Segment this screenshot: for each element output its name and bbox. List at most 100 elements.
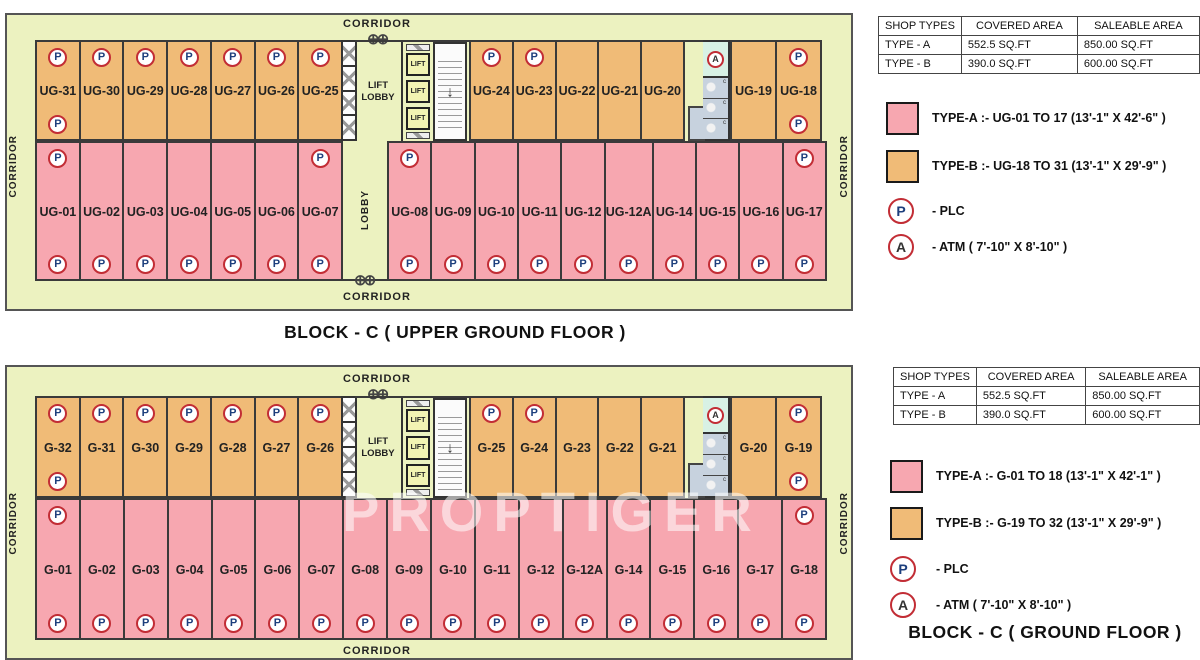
plc-icon: P [573,255,593,274]
shop-unit: G-10 P [430,498,476,640]
plc-icon: P [48,404,68,423]
shop-unit-label: G-27 [262,440,291,455]
shop-unit-label: G-32 [43,440,72,455]
table-header: SHOP TYPES [878,16,962,36]
plc-icon: P [267,614,287,633]
plc-icon: P [524,404,544,423]
shaft-cap [406,132,430,139]
plc-icon: P [311,614,331,633]
shop-unit: G-20 [730,396,777,498]
shaft-cap [406,400,430,407]
shop-unit-label: UG-14 [655,204,693,219]
shop-unit: G-14 P [605,498,652,640]
shop-unit: P UG-23 [511,40,557,141]
stair-down-arrow-icon: ↓ [446,439,454,457]
shaft-cell [343,398,355,423]
shop-unit-label: G-20 [739,440,768,455]
plc-icon: P [750,614,770,633]
toilet-room: c c c [703,78,728,140]
plc-icon: P [48,149,68,168]
shop-unit-label: UG-28 [170,84,208,98]
covered-area-cell: 390.0 SQ.FT [960,54,1078,74]
shop-unit-label: UG-08 [391,204,429,219]
plc-icon: P [481,404,501,423]
shop-row-segment: P G-01 P G-02 P G-03 P G-04 P [35,498,828,640]
plc-icon: P [789,404,808,423]
plc-icon: P [48,115,68,134]
type-a-swatch [890,460,923,493]
plc-icon: P [223,404,243,423]
shop-unit-label: UG-06 [258,204,295,219]
ground-typeb-row: P G-32 P P G-31 P G-30 P G-29 [35,396,827,498]
shop-unit: UG-15 P [694,141,741,281]
ground-typea-row: P G-01 P G-02 P G-03 P G-04 P [35,498,828,640]
shop-unit: P G-30 [122,396,169,498]
shop-unit-label: UG-18 [780,84,817,98]
shop-unit-label: UG-04 [170,204,208,219]
shop-unit-label: G-29 [175,440,203,455]
shop-unit-label: G-15 [658,562,687,577]
shaft-cell [343,42,355,67]
shop-type-cell: TYPE - A [893,386,977,406]
table-header: SALEABLE AREA [1076,16,1200,36]
shop-unit: UG-03 P [122,141,169,281]
plc-icon: P [92,48,112,67]
lift-label: LIFT [406,436,430,460]
shop-unit-label: G-21 [648,440,677,455]
lift-lobby-label: LIFT LOBBY [361,79,395,103]
shop-unit-label: UG-23 [515,84,553,98]
passage-gap [685,396,705,498]
shop-unit: G-02 P [78,498,125,640]
shop-unit: G-12 P [517,498,564,640]
toilet-room: c c c [703,434,728,496]
shop-unit: P G-26 [297,396,344,498]
stair-down-arrow-icon: ↓ [446,83,454,100]
shop-unit: P G-25 [469,396,514,498]
plc-icon: P [443,614,463,633]
shop-unit: P G-31 [78,396,125,498]
shop-unit: P G-29 [166,396,212,498]
shop-unit-label: UG-16 [742,204,780,219]
toilet-cell: c [703,434,728,455]
upper-ground-floor-plan: CORRIDOR ⊕⊕ CORRIDOR CORRIDOR P UG-31 P … [5,13,853,311]
column-marker-icon: ⊕⊕ [354,272,376,289]
toilet-cell: c [703,119,728,140]
atm-legend: - ATM ( 7'-10" X 8'-10" ) [936,598,1072,612]
staircase: ↓ [433,42,467,141]
shop-unit: UG-19 [730,40,777,141]
shop-unit-label: G-22 [605,440,634,455]
plc-icon: P [223,48,243,67]
shop-unit: UG-11 P [517,141,563,281]
plc-icon: P [180,614,200,633]
shop-unit-label: G-17 [746,562,775,577]
toilet-cell: c [703,78,728,99]
shop-unit-label: UG-12 [564,204,602,219]
shaft-cap [406,44,430,51]
atm-icon: A [888,234,914,260]
shop-type-cell: TYPE - B [878,54,962,74]
shop-types-table-upper: SHOP TYPES COVERED AREA SALEABLE AREA TY… [878,16,1200,74]
shop-unit: P UG-27 [209,40,256,141]
shop-unit: G-16 P [693,498,740,640]
shop-unit-label: G-06 [263,562,292,577]
shop-unit-label: G-18 [790,562,818,577]
shop-types-table-ground: SHOP TYPES COVERED AREA SALEABLE AREA TY… [893,367,1200,425]
plc-icon: P [443,255,463,274]
saleable-area-cell: 600.00 SQ.FT [1076,54,1200,74]
table-row: TYPE - A 552.5 SQ.FT 850.00 SQ.FT [878,35,1200,55]
shop-unit: UG-06 P [253,141,300,281]
plc-icon: P [486,255,506,274]
shop-unit-label: UG-07 [301,204,339,219]
shop-unit-label: G-11 [483,562,511,577]
shop-unit-label: G-25 [477,440,506,455]
shop-unit: P UG-08 P [387,141,433,281]
shop-unit-label: UG-31 [39,84,77,98]
shaft-cell [343,423,355,448]
plc-icon: P [575,614,595,633]
atm-toilet-block: A c c c [701,40,730,141]
shaft-cell [343,91,355,117]
shop-unit-label: G-09 [395,562,423,577]
shop-unit: G-06 P [254,498,301,640]
lift-label: LIFT [406,107,430,130]
shop-unit: P G-01 P [35,498,81,640]
